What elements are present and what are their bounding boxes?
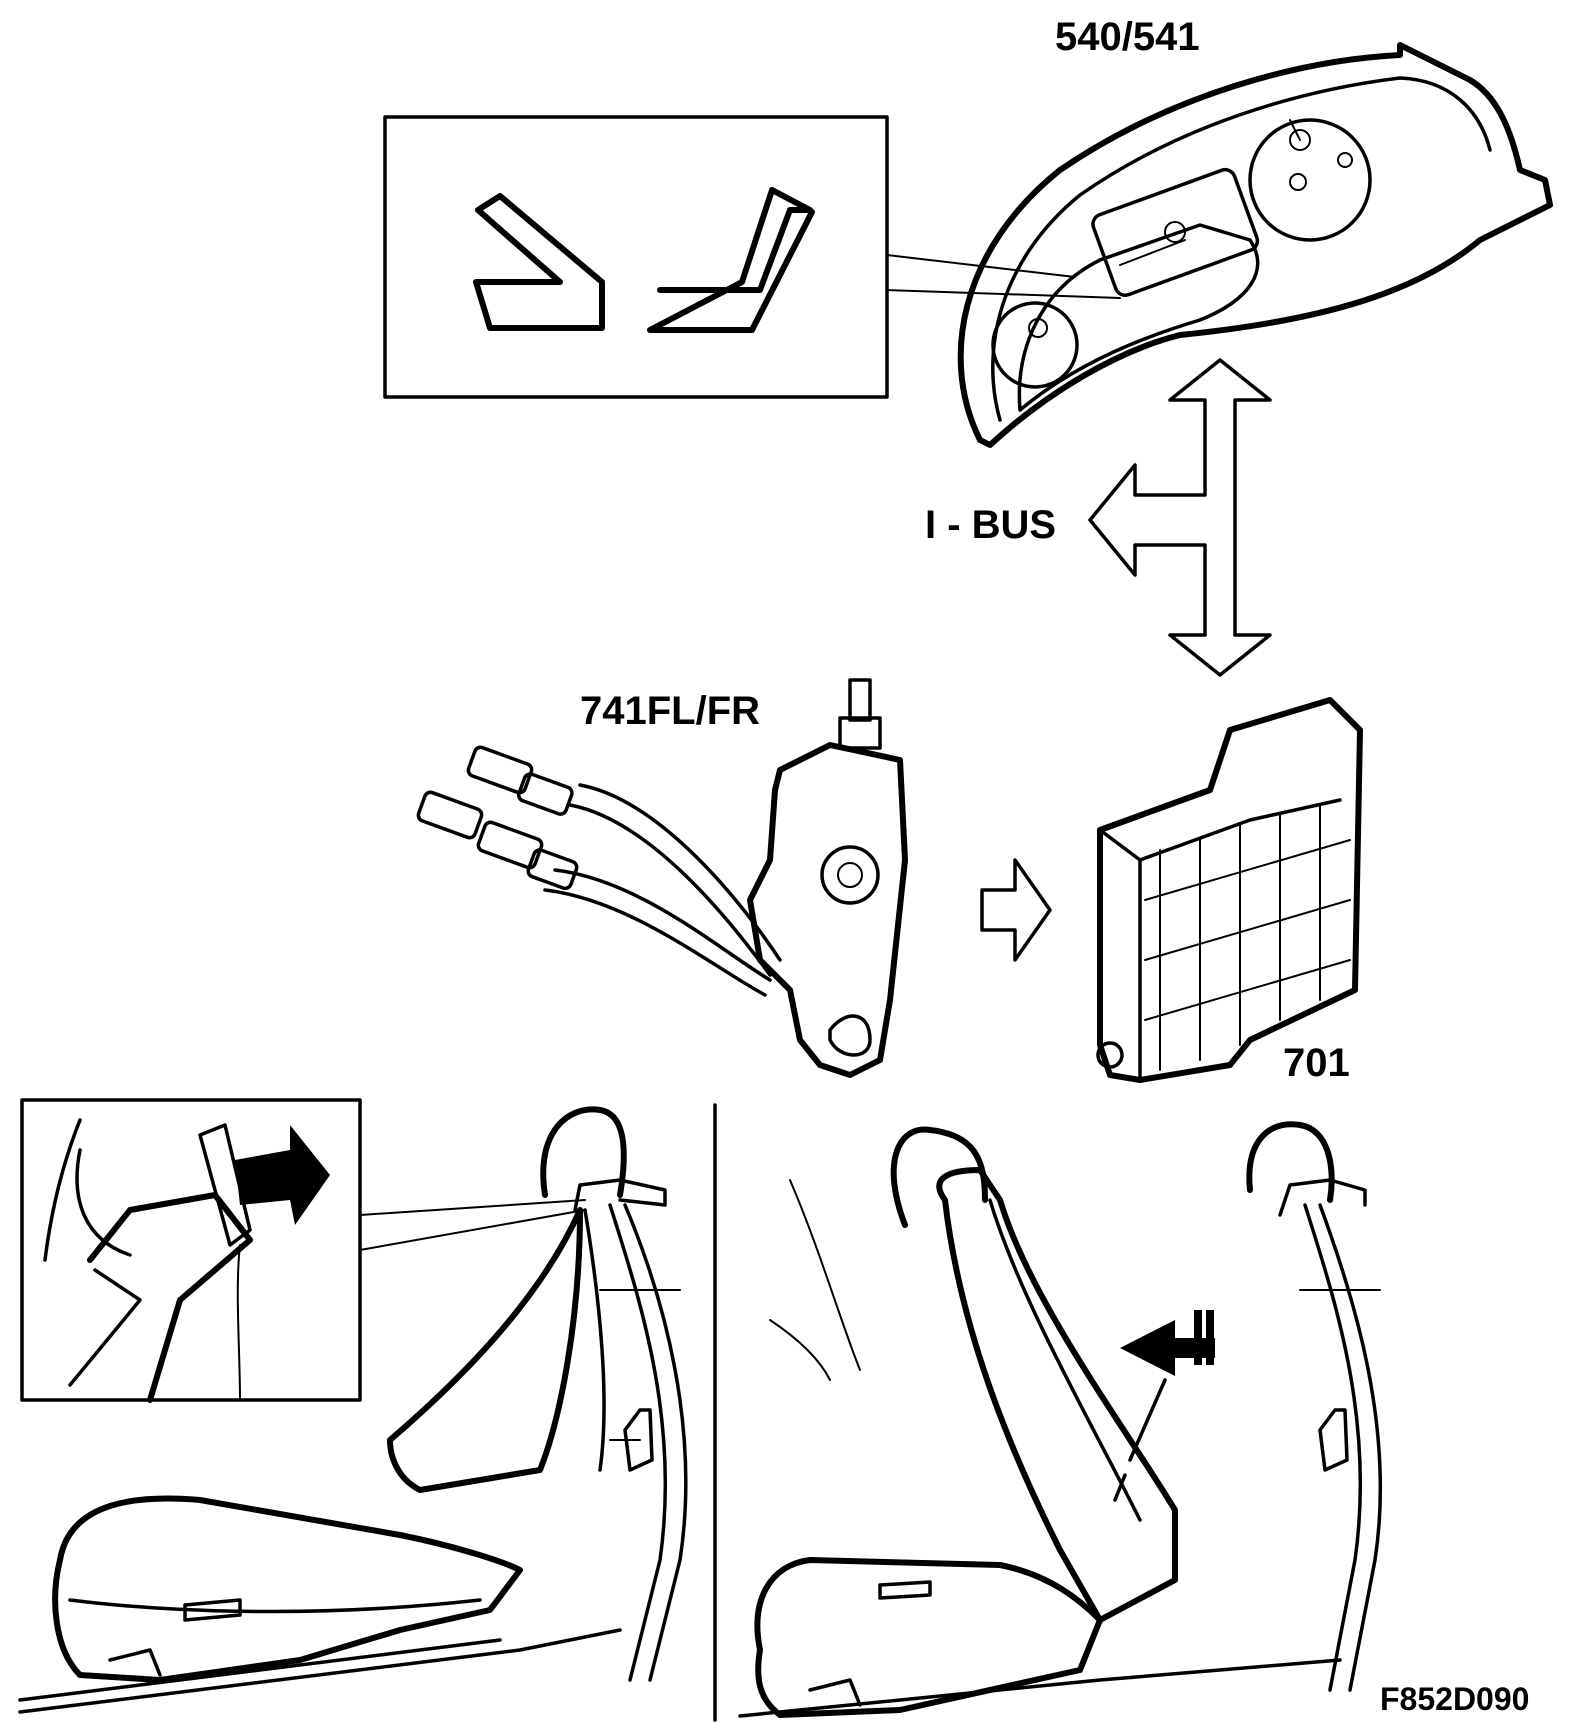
seat-folded (738, 1121, 1383, 1718)
lever-inset (20, 1098, 586, 1403)
seat-upright (18, 1106, 688, 1714)
fold-direction-arrow-icon (1120, 1320, 1215, 1376)
control-module (1096, 697, 1363, 1083)
seat-back-symbol-icon (647, 187, 815, 333)
control-module-label: 701 (1283, 1041, 1350, 1085)
signal-arrow-icon (980, 858, 1052, 962)
switch-label: 741FL/FR (580, 689, 760, 733)
i-bus-label: I - BUS (925, 503, 1056, 547)
figure-id-label: F852D090 (1380, 1681, 1529, 1717)
instrument-cluster-label: 540/541 (1055, 15, 1200, 59)
i-bus-arrow (1088, 358, 1272, 677)
seat-cushion-symbol-icon (473, 193, 605, 331)
seat-heater-switch (416, 678, 908, 1078)
instrument-cluster (957, 42, 1553, 448)
seat-symbol-inset (383, 115, 1121, 399)
release-direction-arrow-icon (235, 1125, 330, 1225)
